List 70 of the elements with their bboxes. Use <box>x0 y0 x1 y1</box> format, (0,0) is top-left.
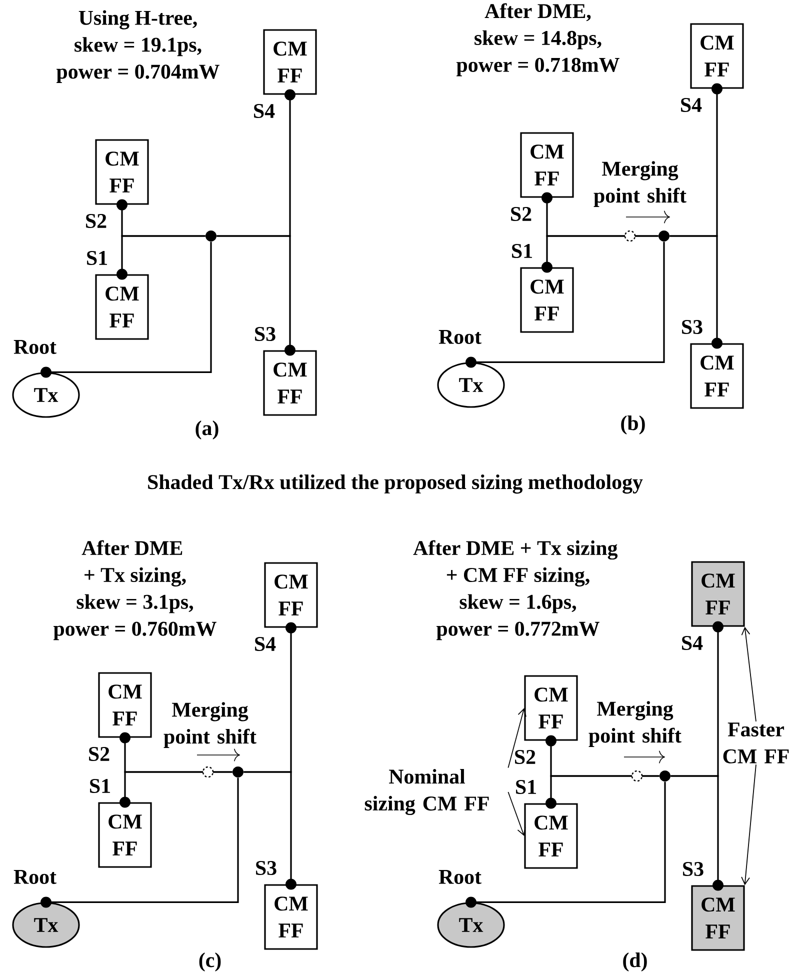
flip-flop-box: CM FF <box>264 884 318 950</box>
panel-heading: Using H-tree, skew = 19.1ps, power = 0.704mW <box>56 10 220 83</box>
sink-label: S2 <box>89 746 110 762</box>
panel-label: (a) <box>196 420 218 440</box>
wire <box>120 771 232 808</box>
flip-flop-box: CM FF <box>95 274 149 340</box>
wire <box>216 235 296 356</box>
flip-flop-box: CM FF <box>690 23 744 89</box>
sink-label: S3 <box>255 326 276 342</box>
callout-text: Nominal sizing CM FF <box>364 769 489 816</box>
panel-label: (c) <box>199 952 221 972</box>
leader-arrow <box>508 708 526 768</box>
annotation-text: Merging point shift <box>164 702 256 748</box>
wire <box>670 775 724 891</box>
sink-label: S1 <box>90 778 110 794</box>
sink-label: S4 <box>681 98 702 112</box>
root-label: Root <box>438 870 482 884</box>
sink-label: S4 <box>254 104 275 118</box>
wire <box>40 242 212 378</box>
wire <box>116 235 206 280</box>
flip-flop-box: CM FF <box>520 132 574 198</box>
flip-flop-box: CM FF <box>520 267 574 333</box>
sink-label: S4 <box>682 636 703 650</box>
note-text: Shaded Tx/Rx utilized the proposed sizing methodology <box>148 474 643 494</box>
sink-label: S3 <box>256 860 276 876</box>
annotation-text: Merging point shift <box>588 701 682 747</box>
panel-heading: After DME + Tx sizing + CM FF sizing, skew = 1.6ps, power = 0.772mW <box>413 540 618 640</box>
sink-label: S1 <box>512 244 532 258</box>
panel-heading: After DME, skew = 14.8ps, power = 0.718mW <box>456 3 620 76</box>
wire <box>542 235 658 273</box>
wire <box>40 778 239 908</box>
sink-label: S1 <box>87 250 107 266</box>
wire <box>546 775 660 809</box>
flip-flop-box: CM FF <box>98 672 152 738</box>
leader-arrow <box>741 626 756 722</box>
wire <box>670 235 722 349</box>
root-label: Root <box>14 340 56 354</box>
flip-flop-box: CM FF <box>691 885 745 951</box>
sink-label: S2 <box>515 750 536 764</box>
flip-flop-box: CM FF <box>524 675 578 741</box>
wire <box>466 782 666 908</box>
flip-flop-box: CM FF <box>95 139 149 205</box>
sink-label: S3 <box>683 862 704 876</box>
panel-label: (b) <box>621 416 645 434</box>
root-label: Root <box>438 330 482 344</box>
leader-arrow <box>741 764 756 886</box>
sink-label: S2 <box>86 214 106 228</box>
panel-label: (d) <box>623 952 647 972</box>
wire <box>244 771 296 890</box>
root-label: Root <box>14 870 56 884</box>
sink-label: S3 <box>682 320 702 334</box>
sink-label: S4 <box>255 636 276 652</box>
flip-flop-box: CM FF <box>263 29 317 95</box>
sink-label: S2 <box>511 206 532 222</box>
flip-flop-box: CM FF <box>263 350 317 416</box>
panel-heading: After DME + Tx sizing, skew = 3.1ps, power = 0.760mW <box>54 540 216 640</box>
flip-flop-box: CM FF <box>98 802 152 868</box>
flip-flop-box: CM FF <box>524 803 578 869</box>
annotation-text: Merging point shift <box>594 161 686 207</box>
flip-flop-box: CM FF <box>691 561 745 627</box>
leader-arrow <box>508 792 526 836</box>
merging-point-dot <box>660 770 670 782</box>
sink-label: S1 <box>516 780 536 794</box>
callout-text: Faster CM FF <box>723 722 789 764</box>
wire <box>466 242 665 368</box>
flip-flop-box: CM FF <box>690 343 744 409</box>
merging-point-dot <box>232 766 244 778</box>
merging-point-dot <box>658 230 670 242</box>
merging-point-dot <box>206 230 216 242</box>
flip-flop-box: CM FF <box>264 562 318 628</box>
